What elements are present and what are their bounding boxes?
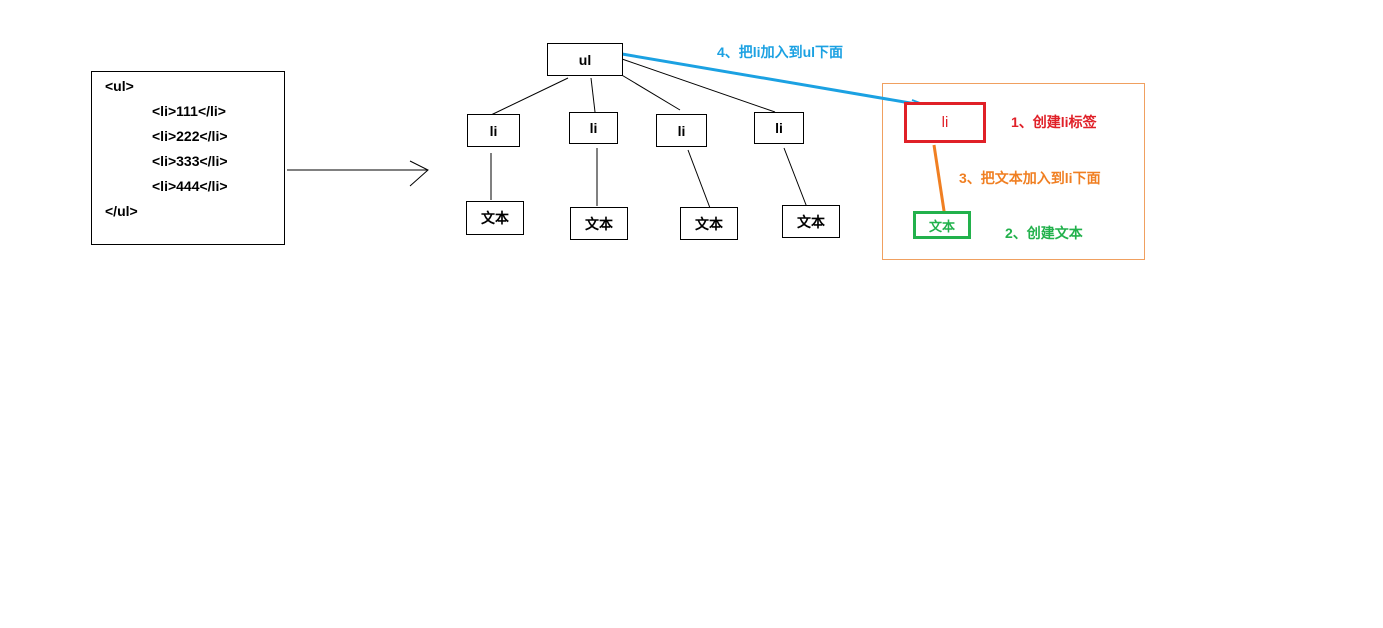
new-text-node: 文本 <box>913 211 971 239</box>
creation-frame <box>882 83 1145 260</box>
code-line: <li>444</li> <box>152 178 228 194</box>
new-li-node: li <box>904 102 986 143</box>
append-text-line <box>932 144 948 225</box>
edge-li-text-4 <box>783 147 809 211</box>
edge-ul-li-3 <box>619 73 681 111</box>
code-line: <li>222</li> <box>152 128 228 144</box>
tree-node-text: 文本 <box>782 205 840 238</box>
tree-node-text: 文本 <box>466 201 524 235</box>
code-line: </ul> <box>105 203 138 219</box>
append-li-line <box>621 52 929 108</box>
step-1-label: 1、创建li标签 <box>1011 114 1097 130</box>
code-line: <ul> <box>105 78 134 94</box>
tree-node-ul: ul <box>547 43 623 76</box>
tree-node-text: 文本 <box>570 207 628 240</box>
step-3-label: 3、把文本加入到li下面 <box>959 170 1101 186</box>
edge-ul-li-2 <box>590 77 596 113</box>
code-line: <li>111</li> <box>152 103 226 119</box>
tree-node-li: li <box>569 112 618 144</box>
step-2-label: 2、创建文本 <box>1005 225 1083 241</box>
tree-node-text: 文本 <box>680 207 738 240</box>
tree-node-li: li <box>467 114 520 147</box>
html-code-box: <ul> <li>111</li> <li>222</li> <li>333</… <box>91 71 285 245</box>
transform-arrow-head <box>409 160 429 187</box>
tree-node-li: li <box>754 112 804 144</box>
edge-ul-li-4 <box>621 58 776 113</box>
tree-node-li: li <box>656 114 707 147</box>
step-4-label: 4、把li加入到ul下面 <box>717 44 844 60</box>
code-line: <li>333</li> <box>152 153 228 169</box>
edge-ul-li-1 <box>490 77 569 116</box>
edge-li-text-3 <box>687 149 711 209</box>
